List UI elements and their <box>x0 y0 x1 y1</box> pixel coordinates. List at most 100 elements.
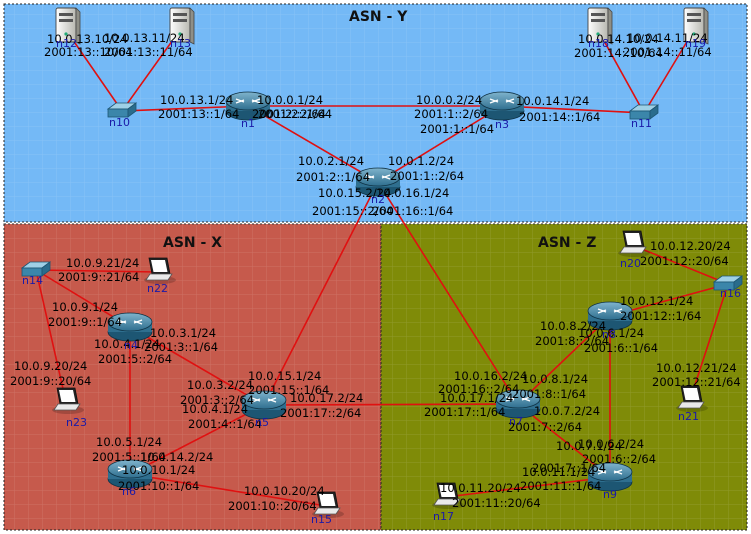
laptop-icon[interactable] <box>144 257 176 284</box>
link-n13-n10[interactable] <box>121 29 181 112</box>
link-n2-n7[interactable] <box>377 181 519 405</box>
node-label-n16: n16 <box>720 287 741 300</box>
laptop-display <box>439 485 456 497</box>
laptop-icon[interactable] <box>312 491 344 518</box>
link-n5-n6[interactable] <box>129 404 265 475</box>
address-label: 10.0.13.10/24 <box>47 32 128 46</box>
router-icon[interactable] <box>107 312 153 342</box>
area-asn-x-grid <box>4 224 381 530</box>
laptop-icon[interactable] <box>618 230 650 257</box>
link-n4-n5[interactable] <box>129 326 265 406</box>
router-icon[interactable] <box>355 167 401 197</box>
address-label: 10.0.4.1/24 <box>94 337 160 351</box>
server-icon[interactable] <box>683 7 709 45</box>
router-icon[interactable] <box>479 91 525 121</box>
server-icon[interactable] <box>169 7 195 45</box>
router-top <box>355 167 401 187</box>
node-label-n1: n1 <box>241 117 255 130</box>
address-label: 10.0.15.2/24 <box>318 186 391 200</box>
laptop-icon[interactable] <box>432 482 464 509</box>
switches <box>20 102 744 291</box>
laptop-icon[interactable] <box>52 387 84 414</box>
node-label-n7: n7 <box>509 415 523 428</box>
switch-icon[interactable] <box>712 275 744 291</box>
address-label: 10.0.11.20/24 <box>440 481 521 495</box>
address-label: 10.0.8.1/24 <box>522 372 588 386</box>
router-arrow <box>251 397 261 402</box>
address-label: 2001:11::20/64 <box>452 496 541 510</box>
node-label-n22: n22 <box>147 282 168 295</box>
link-n18-n11[interactable] <box>597 29 645 114</box>
laptop-display <box>683 388 700 400</box>
router-arrow <box>133 320 143 325</box>
link-n9-n17[interactable] <box>445 476 611 498</box>
router-arrow <box>365 174 375 179</box>
router-arrow <box>597 470 607 475</box>
server-led <box>692 32 696 36</box>
router-icon[interactable] <box>495 389 541 419</box>
router-icon[interactable] <box>587 301 633 331</box>
switch-icon[interactable] <box>20 261 52 277</box>
area-asn-y-title: ASN - Y <box>349 9 408 25</box>
link-n14-n22[interactable] <box>35 269 159 273</box>
link-n2-n5[interactable] <box>263 181 379 406</box>
link-n20-n16[interactable] <box>631 244 729 285</box>
link-n14-n23[interactable] <box>35 269 67 403</box>
server-side <box>703 7 709 45</box>
address-label: 10.0.12.1/24 <box>620 294 693 308</box>
server-icon[interactable] <box>55 7 81 45</box>
link-n12-n10[interactable] <box>65 29 123 112</box>
switch-icon[interactable] <box>106 102 138 118</box>
router-arrow <box>489 98 499 103</box>
laptop-icon[interactable] <box>676 385 708 412</box>
switch-side <box>41 261 51 277</box>
router-arrow <box>251 99 261 104</box>
router-arrow <box>133 319 143 324</box>
link-n16-n21[interactable] <box>689 283 729 401</box>
router-top <box>225 91 271 111</box>
router-top <box>479 91 525 111</box>
server-led <box>178 32 182 36</box>
link-n3-n11[interactable] <box>501 105 645 114</box>
address-label: 10.0.6.2/24 <box>578 437 644 451</box>
address-label: 10.0.15.1/24 <box>248 369 321 383</box>
link-n1-n2[interactable] <box>247 105 379 183</box>
laptop-keyboard <box>313 507 341 515</box>
address-label: 2001:8::1/64 <box>512 387 586 401</box>
node-label-n23: n23 <box>66 416 87 429</box>
address-label: 2001:8::2/64 <box>535 334 609 348</box>
address-label: 2001:15::2/64 <box>312 204 393 218</box>
router-arrow <box>597 469 607 474</box>
address-label: 10.0.7.2/24 <box>534 404 600 418</box>
server-icon[interactable] <box>587 7 613 45</box>
router-icon[interactable] <box>225 91 271 121</box>
router-arrow <box>521 397 531 402</box>
server-drive <box>59 13 73 16</box>
link-n6-n15[interactable] <box>129 473 327 507</box>
laptop-display <box>59 390 76 402</box>
address-label: 2001:5::2/64 <box>98 352 172 366</box>
address-label: 10.0.10.1/24 <box>122 463 195 477</box>
link-n7-n9[interactable] <box>517 403 611 478</box>
address-label: 2001:7::2/64 <box>508 420 582 434</box>
address-label: 2001:9::1/64 <box>48 315 122 329</box>
link-n7-n8[interactable] <box>517 315 611 405</box>
link-n19-n11[interactable] <box>643 29 695 114</box>
address-label: 10.0.17.1/24 <box>440 391 513 405</box>
server-drive <box>687 13 701 16</box>
link-n5-n7[interactable] <box>263 403 519 406</box>
address-label: 10.0.6.1/24 <box>578 326 644 340</box>
router-icon[interactable] <box>587 462 633 492</box>
switch-icon[interactable] <box>628 104 660 120</box>
router-icon[interactable] <box>241 390 287 420</box>
router-top <box>107 312 153 332</box>
link-n3-n2[interactable] <box>377 105 503 183</box>
router-arrow <box>117 320 127 325</box>
address-label: 2001:3::2/64 <box>180 393 254 407</box>
address-label: 10.0.5.1/24 <box>96 435 162 449</box>
router-top <box>495 389 541 409</box>
address-label: 10.0.1.2/24 <box>388 154 454 168</box>
router-icon[interactable] <box>107 459 153 489</box>
address-label: 2001:10::20/64 <box>228 499 317 513</box>
